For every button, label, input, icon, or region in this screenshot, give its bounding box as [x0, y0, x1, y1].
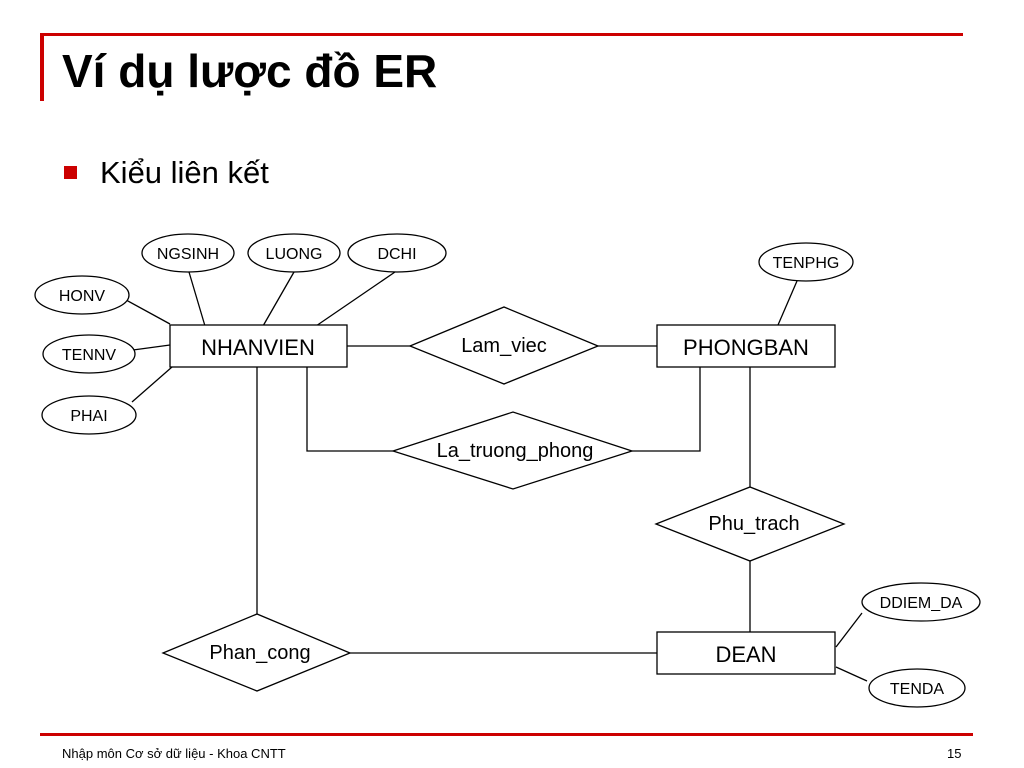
line-dchi [315, 271, 396, 327]
entity-box [169, 324, 348, 368]
page-number: 15 [947, 746, 962, 761]
attribute-ellipse [758, 242, 854, 282]
entity-label: PHONGBAN [683, 335, 809, 360]
line-tennv [132, 344, 171, 351]
attribute-ellipse [42, 334, 136, 374]
attribute-ellipse [34, 275, 130, 315]
relationship-diamond [161, 613, 352, 692]
entity-nhanvien: NHANVIEN [169, 324, 348, 368]
attribute-label: NGSINH [157, 246, 219, 263]
relationship-label: Phan_cong [209, 642, 310, 664]
relationship-label: La_truong_phong [437, 440, 594, 462]
footer-rule [40, 733, 973, 736]
relationship-phu-trach: Phu_trach [654, 486, 846, 562]
line-tenphg [777, 280, 798, 326]
relationship-la-truong-phong: La_truong_phong [390, 411, 635, 490]
attribute-honv: HONV [34, 275, 130, 315]
entity-label: NHANVIEN [201, 335, 315, 360]
line-luong [262, 271, 295, 327]
relationship-diamond [408, 306, 600, 385]
line-ngsinh [188, 271, 206, 327]
attribute-tenda: TENDA [868, 668, 966, 708]
attribute-dchi: DCHI [347, 233, 447, 273]
attribute-label: TENPHG [773, 255, 840, 272]
attribute-phai: PHAI [41, 395, 137, 435]
slide-title: Ví dụ lược đồ ER [62, 45, 438, 97]
attribute-label: PHAI [70, 408, 107, 425]
attribute-ellipse [347, 233, 447, 273]
relationship-phan-cong: Phan_cong [161, 613, 352, 692]
attribute-ellipse [868, 668, 966, 708]
line-phai [131, 366, 173, 403]
relationship-diamond [654, 486, 846, 562]
attribute-tenphg: TENPHG [758, 242, 854, 282]
relationship-label: Phu_trach [708, 513, 799, 535]
entity-phongban: PHONGBAN [656, 324, 836, 368]
line-honv [125, 299, 171, 325]
relationship-label: Lam_viec [461, 335, 547, 357]
attribute-ellipse [861, 582, 981, 622]
attribute-ellipse [41, 395, 137, 435]
line-latruongphong-phongban [632, 367, 701, 452]
attribute-ngsinh: NGSINH [141, 233, 235, 273]
relationship-lam-viec: Lam_viec [408, 306, 600, 385]
attribute-ellipse [141, 233, 235, 273]
relationship-diamond [390, 411, 635, 490]
attribute-label: LUONG [266, 246, 323, 263]
attribute-label: TENNV [62, 347, 117, 364]
entity-dean: DEAN [656, 631, 836, 675]
title-rule [40, 33, 963, 36]
attribute-label: DDIEM_DA [880, 595, 963, 612]
connector-lines [125, 271, 868, 682]
attribute-label: HONV [59, 288, 106, 305]
line-ddiemda [835, 612, 863, 648]
attribute-ellipse [247, 233, 341, 273]
entity-box [656, 631, 836, 675]
attribute-label: DCHI [377, 246, 416, 263]
attribute-ddiem-da: DDIEM_DA [861, 582, 981, 622]
title-accent-bar [40, 33, 44, 101]
entity-box [656, 324, 836, 368]
line-tenda [835, 666, 868, 682]
attribute-luong: LUONG [247, 233, 341, 273]
footer-text: Nhập môn Cơ sở dữ liệu - Khoa CNTT [62, 746, 286, 761]
line-nhanvien-latruongphong [306, 367, 393, 452]
entity-label: DEAN [715, 642, 776, 667]
attribute-label: TENDA [890, 681, 945, 698]
bullet-square-icon [64, 166, 77, 179]
attribute-tennv: TENNV [42, 334, 136, 374]
bullet-text: Kiểu liên kết [100, 155, 269, 190]
